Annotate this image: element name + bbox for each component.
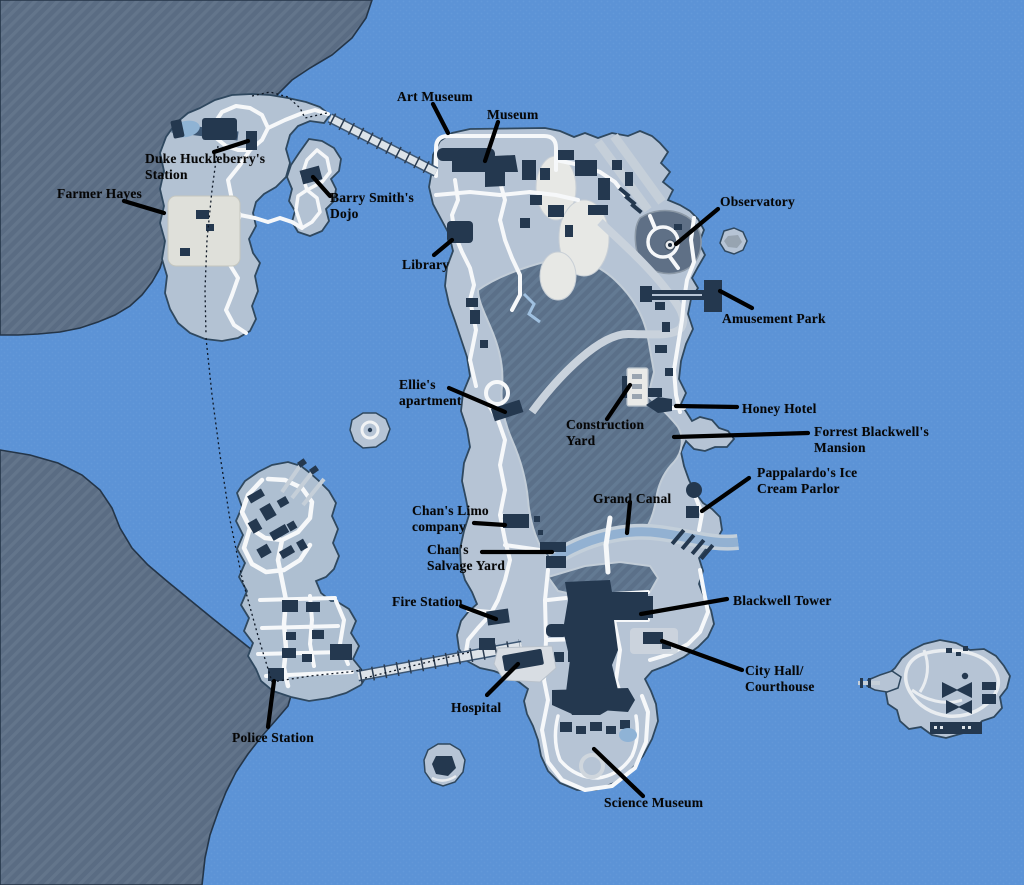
leader-science <box>591 746 646 799</box>
leader-observatory <box>673 206 721 247</box>
label-construction-yard: Construction Yard <box>566 417 645 448</box>
label-chans-limo-company: Chan's Limo company <box>412 503 489 534</box>
label-chans-salvage-yard: Chan's Salvage Yard <box>427 542 506 573</box>
ferry-routes <box>204 91 471 683</box>
leader-farmer-hayes <box>121 198 167 216</box>
leader-fire-station <box>458 603 499 622</box>
leader-ellie <box>446 385 508 415</box>
resort-buildings <box>930 646 996 734</box>
label-farmer-hayes: Farmer Hayes <box>57 186 142 201</box>
creek <box>522 292 541 324</box>
label-pappalardos: Pappalardo's Ice Cream Parlor <box>757 465 858 496</box>
leader-library <box>431 237 455 258</box>
label-art-museum: Art Museum <box>397 89 473 104</box>
label-hospital: Hospital <box>451 700 502 715</box>
leader-city-hall <box>659 638 745 673</box>
leader-blackwell-tower <box>638 596 730 617</box>
leader-lines <box>121 101 811 799</box>
amusement-pier-icon <box>640 280 722 312</box>
leader-museum <box>482 119 501 164</box>
honey-hotel-icon <box>646 397 672 413</box>
label-barry-smiths-dojo: Barry Smith's Dojo <box>330 190 414 221</box>
label-city-hall-courthouse: City Hall/ Courthouse <box>745 663 815 694</box>
label-duke-huckleberrys-station: Duke Huckleberry's Station <box>145 151 266 182</box>
label-science-museum: Science Museum <box>604 795 704 810</box>
pond <box>619 728 637 742</box>
label-observatory: Observatory <box>720 194 795 209</box>
leader-hospital <box>484 661 521 698</box>
runways <box>594 133 666 213</box>
label-grand-canal: Grand Canal <box>593 491 672 506</box>
farm <box>167 195 241 267</box>
resort-island <box>858 639 1011 739</box>
label-museum: Museum <box>487 107 539 122</box>
observatory-icon <box>664 239 676 251</box>
resort-pier-icon <box>858 678 880 688</box>
construction-yard-icon <box>622 367 649 407</box>
south-islet-building <box>432 756 456 776</box>
northwest-bridge <box>327 113 439 177</box>
leader-pappalardo <box>699 475 752 514</box>
label-forrest-blackwells-mansion: Forrest Blackwell's Mansion <box>814 424 929 455</box>
label-police-station: Police Station <box>232 730 314 745</box>
leader-construction <box>604 382 633 422</box>
ferry-pier-icon <box>170 118 239 141</box>
leader-art-museum <box>430 101 451 136</box>
label-amusement-park: Amusement Park <box>722 311 826 326</box>
gazebo-islet-ring <box>360 420 380 440</box>
leader-chans-limo <box>471 520 508 528</box>
grand-canal-waterway <box>547 523 740 567</box>
label-blackwell-tower: Blackwell Tower <box>733 593 832 608</box>
gazebo-icon <box>367 427 373 433</box>
leader-amusement <box>717 288 755 311</box>
label-ellies-apartment: Ellie's apartment <box>399 377 462 408</box>
leader-duke <box>211 138 251 155</box>
label-library: Library <box>402 257 450 272</box>
label-honey-hotel: Honey Hotel <box>742 401 817 416</box>
label-fire-station: Fire Station <box>392 594 463 609</box>
station-icon <box>246 131 257 150</box>
leader-police <box>265 678 277 730</box>
leader-honey <box>673 403 740 410</box>
southwest-causeway <box>357 639 523 683</box>
leader-forrest <box>671 430 811 440</box>
leader-barry <box>310 174 333 199</box>
leader-grand-canal <box>624 499 633 536</box>
sw-piers <box>280 461 326 507</box>
